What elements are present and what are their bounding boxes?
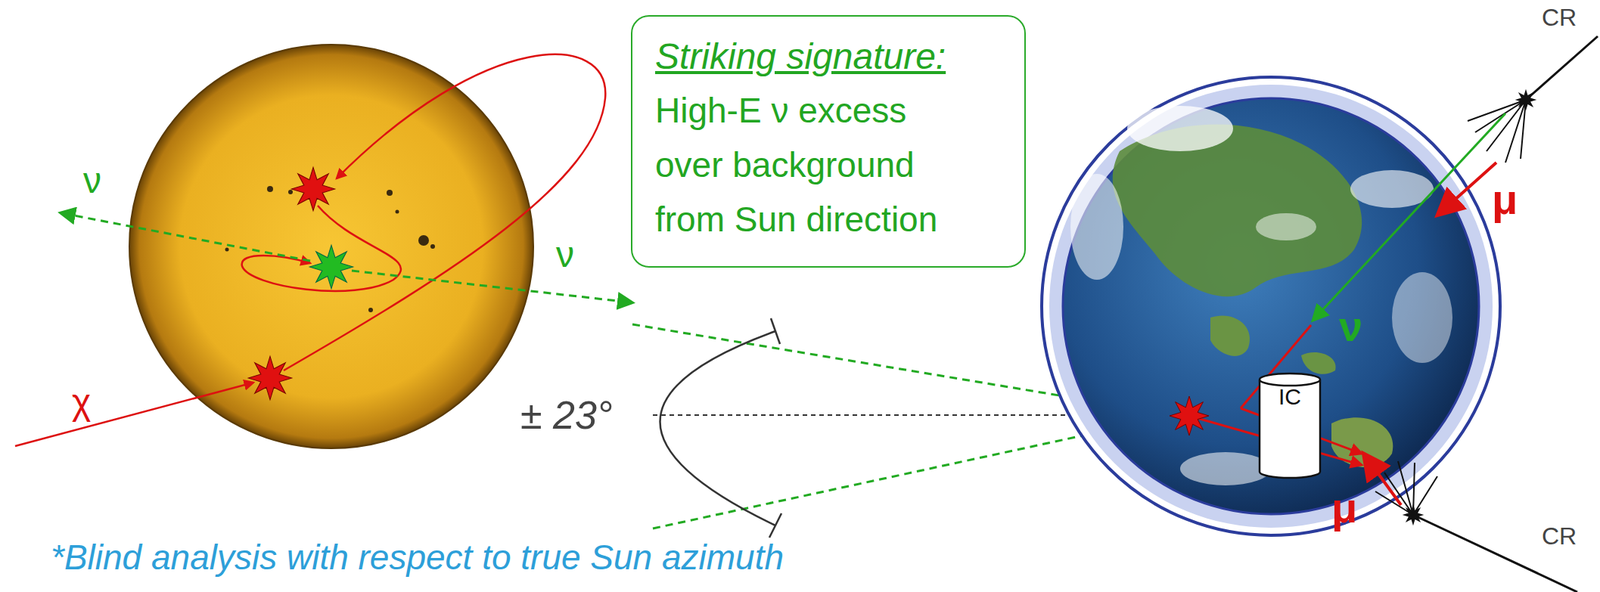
symbol-label: ν	[1339, 301, 1363, 352]
wimp-trajectory	[15, 54, 606, 447]
neutrino-track	[1314, 113, 1506, 320]
sun-direction-line	[652, 414, 1133, 417]
symbol-label: μ	[1491, 173, 1518, 225]
node-label: IC	[1258, 372, 1322, 410]
body-text: High-E ν excess over background from Sun…	[655, 83, 981, 247]
angle-bracket	[660, 318, 783, 538]
sun	[129, 44, 534, 449]
symbol-label: ν	[83, 158, 102, 203]
shower-burst	[1515, 89, 1538, 112]
annihilation-burst	[309, 245, 353, 289]
symbol-label: CR	[1541, 521, 1577, 551]
muon-tracks	[1364, 162, 1497, 506]
symbol-label: μ	[1331, 482, 1358, 534]
cosmic-ray-showers	[1375, 36, 1598, 592]
angle-label: ± 23°	[520, 391, 613, 439]
shower-burst	[1402, 504, 1425, 527]
symbol-label: CR	[1541, 3, 1577, 32]
signature-box: Striking signature:High-E ν excess over …	[630, 15, 1026, 268]
scatter-burst	[248, 356, 292, 400]
symbol-label: χ	[71, 380, 91, 425]
interaction-burst	[1169, 396, 1209, 436]
detector-cylinder: IC	[1258, 372, 1322, 480]
note: *Blind analysis with respect to true Sun…	[50, 537, 784, 579]
earth	[1041, 77, 1501, 536]
heading: Striking signature:	[655, 33, 1007, 81]
symbol-label: ν	[556, 233, 575, 277]
scatter-burst	[291, 167, 335, 211]
